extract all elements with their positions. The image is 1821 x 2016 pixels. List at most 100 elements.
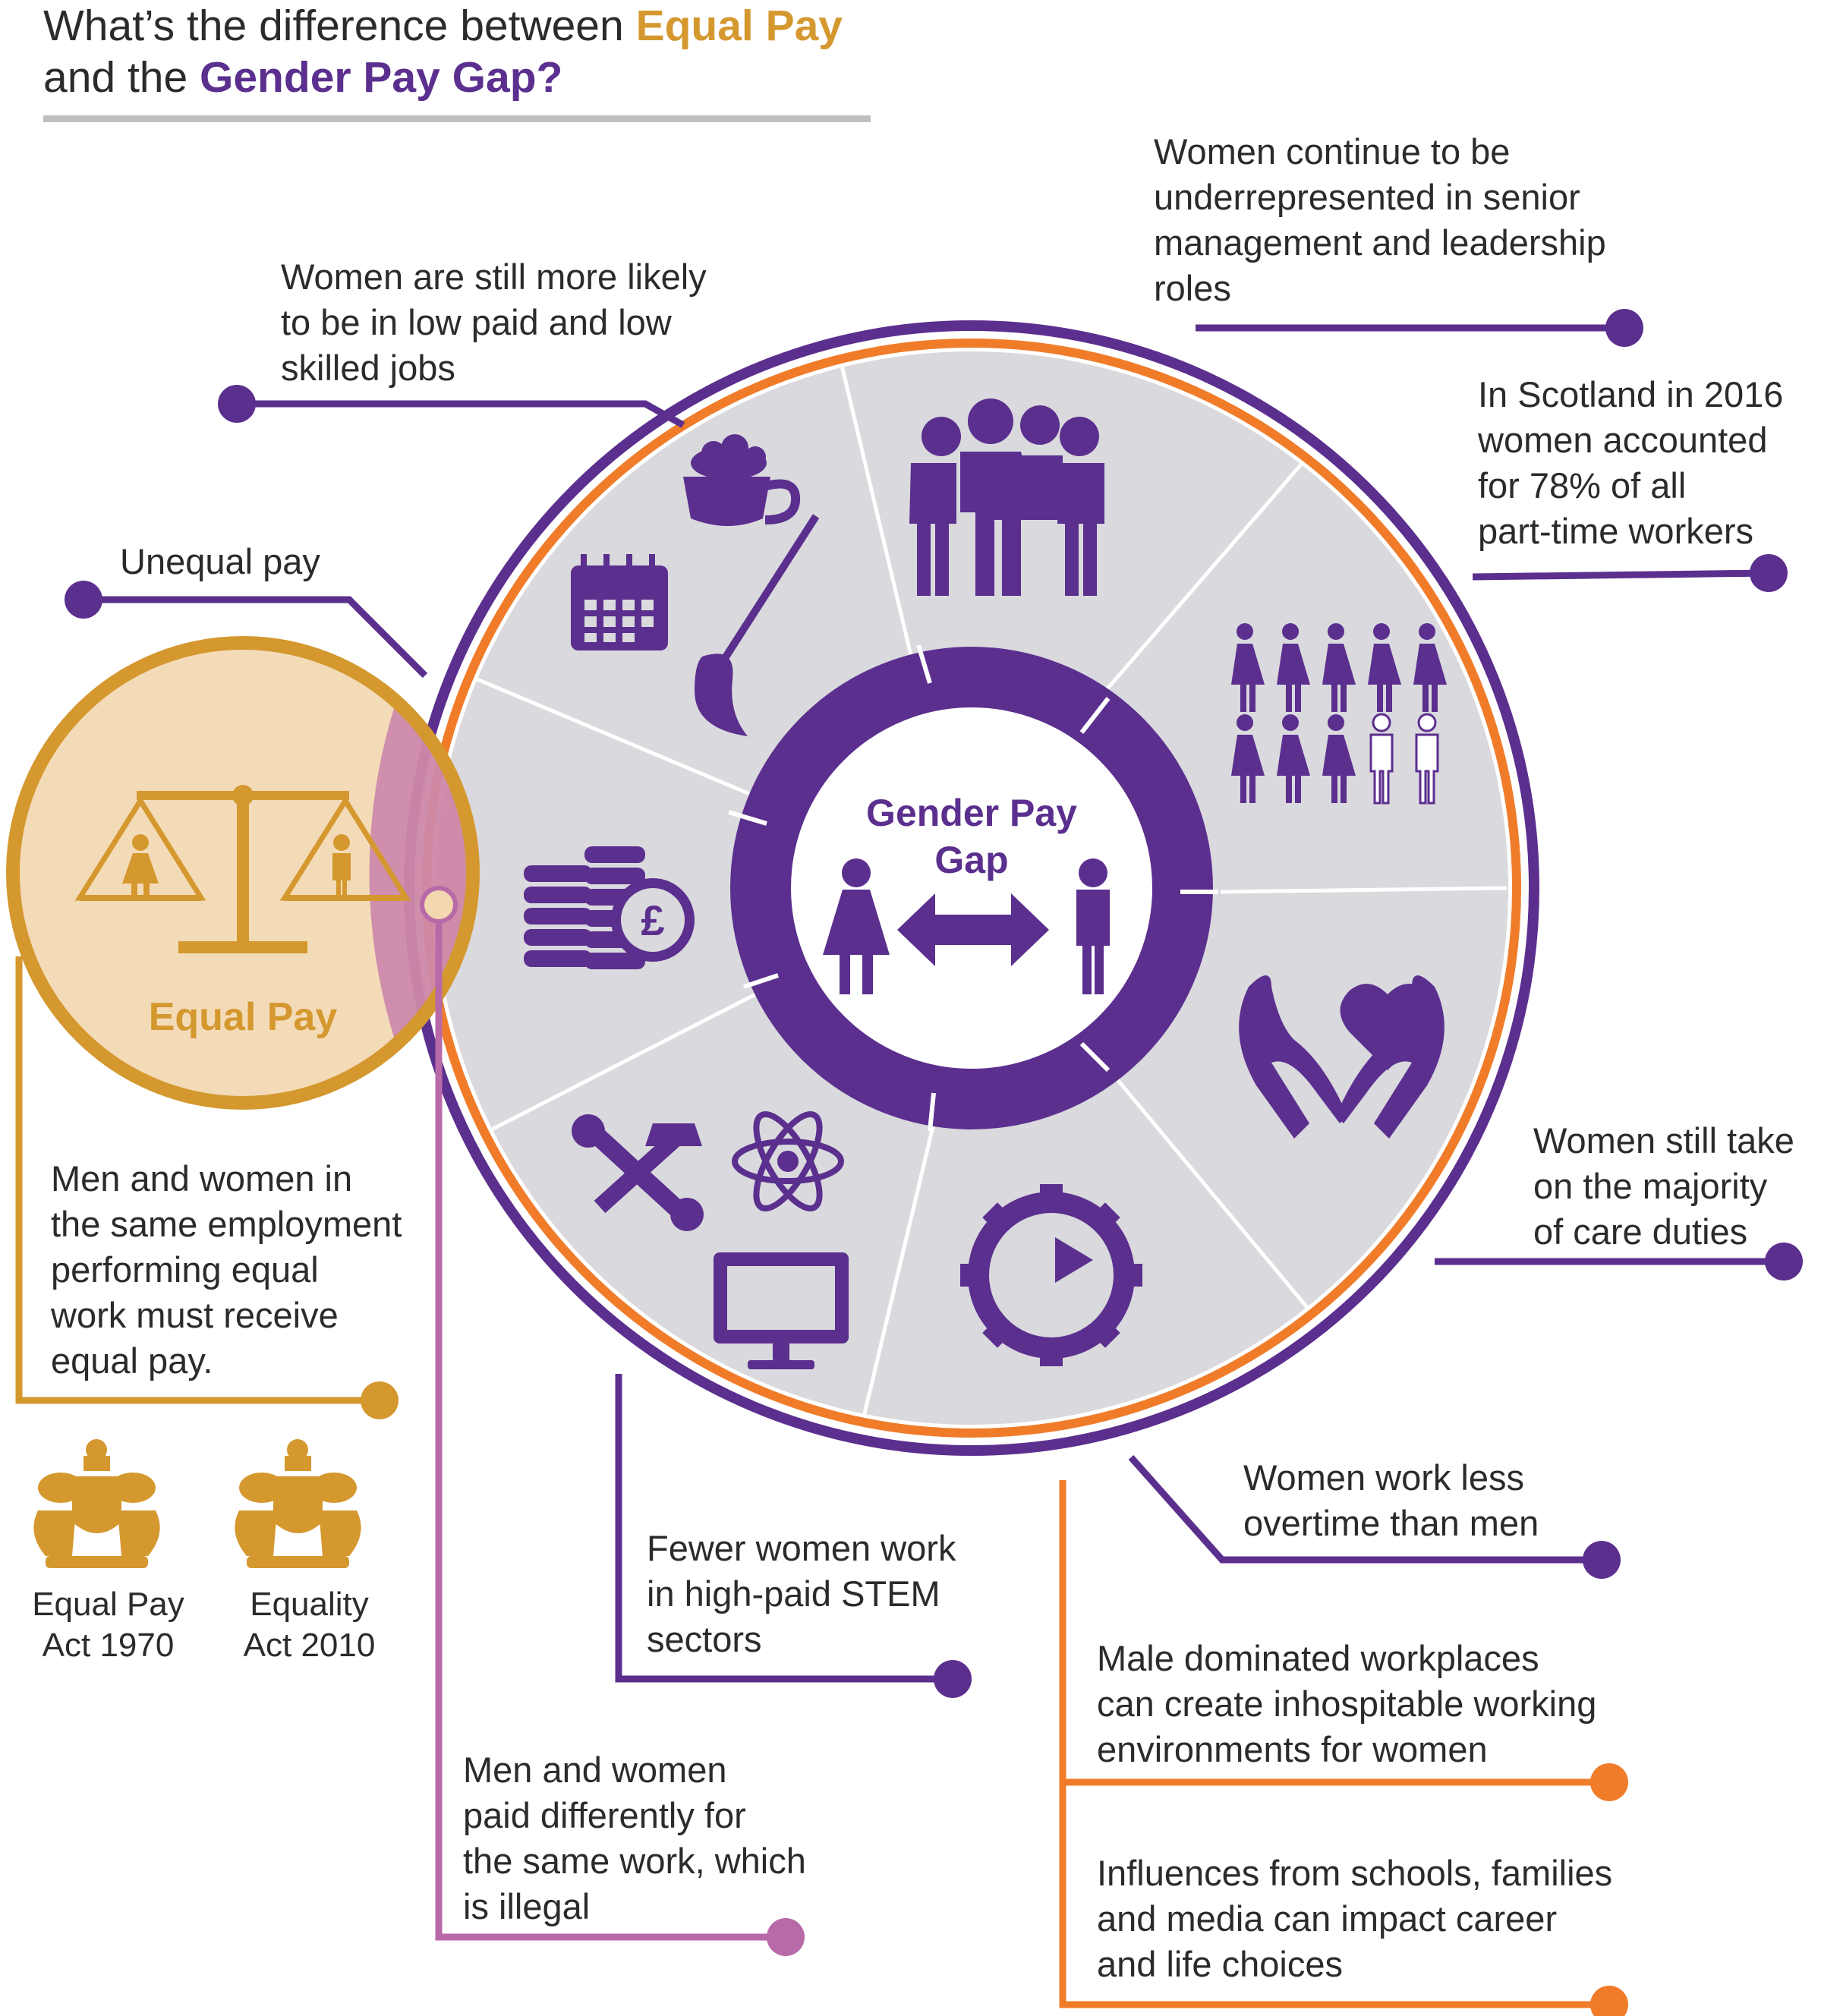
act-equal-pay-1970: Equal Pay Act 1970 [15,1584,201,1666]
connector-stem [615,1374,953,1683]
page-title: What’s the difference between Equal Pay … [43,0,843,103]
callout-line: to be in low paid and low [281,302,672,342]
woman-icon [1322,714,1356,803]
royal-crest-icon [33,1439,160,1568]
callout-line: for 78% of all [1478,465,1687,506]
callout-line: paid differently for [463,1795,746,1835]
callout-line: Women are still more likely [281,257,707,297]
calendar-icon [571,554,668,650]
center-label: Gender Pay Gap [820,789,1123,884]
svg-text:£: £ [641,896,664,944]
woman-icon [1322,623,1356,712]
callout-line: is illegal [463,1886,591,1926]
callout-line: Women work less [1243,1457,1525,1498]
callout-paid-differently: Men and women paid differently for the s… [463,1747,806,1929]
connector-lines [15,324,1784,2008]
connector-overtime [1128,1455,1602,1564]
callout-line: work must receive [51,1295,339,1335]
callout-care: Women still take on the majority of care… [1533,1118,1794,1255]
donut-gaps [728,644,1218,1132]
act-line: Equal Pay [32,1586,184,1623]
act-line: Equality [250,1586,369,1623]
man-outline-icon [1369,713,1394,805]
title-text-2: and the [43,53,200,102]
connector-low-paid [237,400,685,428]
woman-icon [1231,714,1265,803]
callout-line: in high-paid STEM [647,1573,940,1614]
connector-equal-pay-def [15,956,380,1404]
man-icon [1076,858,1110,994]
inner-donut-bg [730,647,1213,1129]
callout-line: Unequal pay [120,541,320,581]
sector-icons: £ [524,398,1447,1369]
tools-icon [572,1114,704,1231]
callout-line: women accounted [1478,420,1768,460]
woman-icon [1277,623,1310,712]
women-majority-icon [1231,623,1447,805]
callout-equal-pay-definition: Men and women in the same employment per… [51,1156,402,1384]
callout-low-paid: Women are still more likely to be in low… [281,254,707,391]
callout-line: on the majority [1533,1166,1768,1206]
callout-line: sectors [647,1619,762,1659]
clock-gear-icon [960,1184,1142,1366]
computer-monitor-icon [714,1252,849,1369]
business-people-icon [909,398,1104,596]
act-line: Act 1970 [42,1627,175,1664]
man-outline-icon [1415,713,1439,805]
woman-icon [1231,623,1265,712]
callout-scotland: In Scotland in 2016 women accounted for … [1478,372,1783,554]
callout-line: Women still take [1533,1120,1794,1161]
callout-line: Men and women in [51,1158,353,1199]
woman-icon [1368,623,1401,712]
woman-icon [1277,714,1310,803]
callout-senior: Women continue to be underrepresented in… [1154,129,1606,311]
callout-line: and media can impact career [1097,1898,1558,1939]
sector-dividers [458,352,1508,1443]
center-label-line1: Gender Pay [866,792,1077,834]
callout-line: Women continue to be [1154,131,1511,172]
callout-line: the same employment [51,1204,402,1244]
callout-line: equal pay. [51,1340,213,1381]
callout-line: overtime than men [1243,1503,1539,1543]
callout-line: Fewer women work [647,1528,956,1568]
equal-pay-label: Equal Pay [148,995,338,1039]
heart-hands-icon [1239,975,1445,1139]
coins-pound-icon: £ [524,846,695,969]
callout-line: of care duties [1533,1211,1748,1252]
callout-line: roles [1154,268,1231,308]
title-equal-pay: Equal Pay [635,2,843,50]
callout-line: environments for women [1097,1729,1488,1769]
callout-line: underrepresented in senior [1154,177,1580,217]
connector-dots [65,309,1803,2016]
callout-overtime: Women work less overtime than men [1243,1455,1539,1546]
callout-line: Influences from schools, families [1097,1853,1613,1893]
double-arrow-icon [897,893,1049,966]
woman-icon [823,858,890,994]
act-equality-2010: Equality Act 2010 [216,1584,402,1666]
callout-line: Men and women [463,1750,727,1790]
center-icons [823,858,1110,994]
center-label-line2: Gap [934,839,1009,881]
connector-male-dominated [1059,1480,1609,2008]
coffee-cup-icon [683,434,801,526]
callout-line: part-time workers [1478,511,1754,551]
woman-icon [1413,623,1447,712]
atom-icon [732,1111,844,1211]
scales-icon [74,785,411,953]
callout-line: the same work, which [463,1841,806,1881]
connector-unequal-pay [83,596,428,679]
callout-unequal-pay: Unequal pay [120,539,320,584]
callout-influences: Influences from schools, families and me… [1097,1851,1612,1987]
equal-pay-ring [6,636,480,1110]
inner-donut-ring [730,647,1213,1129]
callout-line: management and leadership [1154,222,1606,263]
title-text-1: What’s the difference between [43,2,636,50]
callout-line: In Scotland in 2016 [1478,374,1784,414]
connector-paid-differently [435,905,786,1941]
callout-line: can create inhospitable working [1097,1684,1597,1724]
callout-stem: Fewer women work in high-paid STEM secto… [647,1526,956,1662]
callout-line: Male dominated workplaces [1097,1638,1539,1678]
callout-line: skilled jobs [281,348,455,388]
paintbrush-icon [695,514,820,736]
